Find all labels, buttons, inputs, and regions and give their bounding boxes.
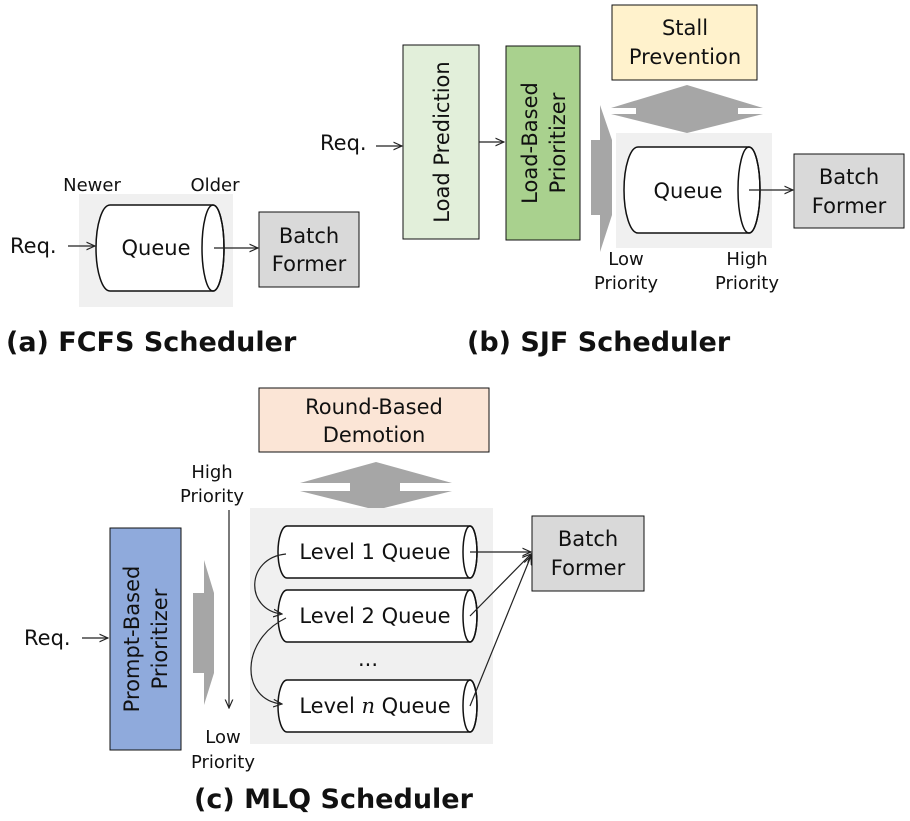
sjf-low-line2: Priority <box>594 273 658 294</box>
fcfs-req-label: Req. <box>10 234 57 258</box>
mlq-prompt-based-prioritizer: Prompt-Based Prioritizer <box>109 527 182 751</box>
mlq-batch-former: Batch Former <box>531 515 645 592</box>
sjf-load-prediction: Load Prediction <box>402 44 480 240</box>
mlq-leveln-queue: Level n Queue <box>277 679 478 733</box>
fcfs-batch-line2: Former <box>272 252 347 276</box>
mlq-leveln-to-batch-arrow <box>469 556 531 707</box>
mlq-leveln-label: Level n Queue <box>299 694 450 718</box>
mlq-demote-arrow-1-2 <box>254 553 287 614</box>
mlq-level1-label: Level 1 Queue <box>299 540 450 564</box>
sjf-stall-line2: Prevention <box>629 45 741 69</box>
mlq-low-line1: Low <box>205 727 240 748</box>
mlq-high-line1: High <box>191 462 232 483</box>
mlq-level2-queue: Level 2 Queue <box>277 589 478 643</box>
mlq-demote-arrow-2-n <box>250 617 287 704</box>
sjf-queue-label: Queue <box>654 179 723 203</box>
sjf-load-prediction-label: Load Prediction <box>430 61 454 222</box>
mlq-double-arrow <box>300 462 452 510</box>
fcfs-panel: Newer Older Req. Queue Batch Former (a) … <box>6 175 360 358</box>
sjf-queue-cylinder: Queue <box>623 146 761 234</box>
mlq-ellipsis: ... <box>358 647 378 671</box>
sjf-stall-line1: Stall <box>662 16 708 40</box>
mlq-round-based-demotion: Round-Based Demotion <box>258 387 490 453</box>
sjf-batch-former: Batch Former <box>793 153 905 229</box>
fcfs-newer-label: Newer <box>63 175 121 196</box>
mlq-demotion-line2: Demotion <box>323 423 426 447</box>
sjf-priority-wedge <box>591 105 612 252</box>
sjf-prioritizer-line1: Load-Based <box>518 82 542 204</box>
sjf-prioritizer-line2: Prioritizer <box>546 92 570 193</box>
sjf-low-line1: Low <box>608 249 643 270</box>
sjf-load-based-prioritizer: Load-Based Prioritizer <box>505 45 581 241</box>
fcfs-queue-cylinder: Queue <box>95 204 225 292</box>
sjf-req-label: Req. <box>320 131 367 155</box>
fcfs-queue-label: Queue <box>122 236 191 260</box>
mlq-batch-line2: Former <box>551 556 626 580</box>
sjf-caption: (b) SJF Scheduler <box>467 327 731 358</box>
mlq-level2-to-batch-arrow <box>469 554 531 617</box>
fcfs-batch-former: Batch Former <box>258 211 360 288</box>
sjf-panel: Stall Prevention Req. Load Prediction Lo… <box>320 4 905 358</box>
mlq-priority-wedge <box>193 560 214 705</box>
mlq-high-line2: Priority <box>180 486 244 507</box>
mlq-req-label: Req. <box>24 626 71 650</box>
fcfs-caption: (a) FCFS Scheduler <box>6 327 297 358</box>
mlq-prioritizer-line2: Prioritizer <box>148 588 172 689</box>
mlq-level1-queue: Level 1 Queue <box>277 525 478 579</box>
mlq-demotion-line1: Round-Based <box>305 395 443 419</box>
sjf-double-arrow <box>611 85 763 133</box>
mlq-prioritizer-line1: Prompt-Based <box>120 566 144 713</box>
sjf-batch-line1: Batch <box>819 165 879 189</box>
mlq-low-line2: Priority <box>191 752 255 773</box>
mlq-level2-label: Level 2 Queue <box>299 604 450 628</box>
sjf-batch-line2: Former <box>812 194 887 218</box>
fcfs-batch-line1: Batch <box>279 224 339 248</box>
sjf-high-line1: High <box>726 249 767 270</box>
sjf-stall-prevention: Stall Prevention <box>611 4 758 81</box>
mlq-batch-line1: Batch <box>558 527 618 551</box>
mlq-caption: (c) MLQ Scheduler <box>194 784 474 815</box>
sjf-high-line2: Priority <box>715 273 779 294</box>
mlq-panel: Round-Based Demotion High Priority Low P… <box>24 387 645 815</box>
fcfs-older-label: Older <box>190 175 240 196</box>
